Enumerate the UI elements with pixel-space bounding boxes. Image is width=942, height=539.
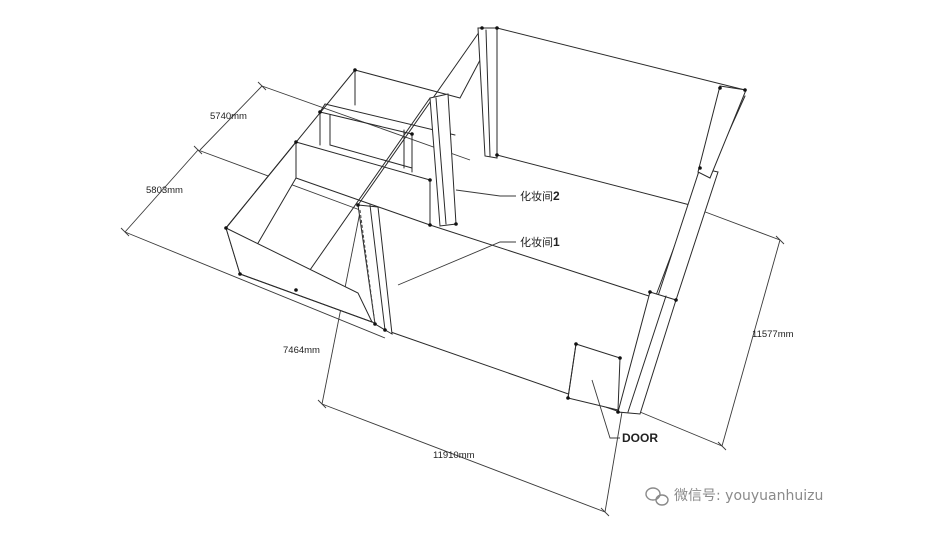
dim-ext-11910 — [604, 411, 623, 513]
vertex — [318, 110, 322, 114]
leader-lines — [397, 189, 620, 439]
back-diagonal-1 — [357, 27, 483, 206]
front-left-floor-panel — [225, 227, 373, 323]
leader-door — [591, 379, 620, 439]
wall2-bottom — [329, 144, 413, 169]
post-center — [429, 93, 457, 227]
vertex-dots — [224, 26, 747, 414]
vertex — [743, 88, 747, 92]
vertex — [698, 166, 702, 170]
dim-label-11910: 11910mm — [433, 450, 475, 461]
dim-tick-5803 — [193, 145, 203, 155]
post-rear-edge — [485, 29, 491, 157]
dim-line-11577 — [721, 239, 781, 447]
vertex — [480, 26, 484, 30]
vertex — [356, 203, 360, 207]
dim-tick-5740 — [257, 81, 267, 91]
dim-label-7464: 7464mm — [283, 345, 320, 356]
post-front-hidden — [359, 209, 376, 325]
watermark-text: 微信号: youyuanhuizu — [674, 488, 823, 504]
right-post-lower-edge — [627, 295, 667, 413]
top-edge-upper — [354, 69, 461, 99]
door-label: DOOR — [622, 431, 658, 445]
vertex — [495, 26, 499, 30]
back-diagonal-3 — [295, 97, 431, 291]
box-front-bottom — [239, 273, 373, 323]
vertex — [495, 153, 499, 157]
room1-name: 化妆间 — [520, 235, 553, 249]
post-front — [357, 204, 393, 335]
room1-number: 1 — [553, 235, 560, 249]
right-post-upper — [657, 167, 719, 301]
vertex — [353, 68, 357, 72]
dim-ext-11577-bot — [639, 411, 723, 447]
room2-label: 化妆间2 — [520, 189, 560, 203]
watermark: 微信号: youyuanhuizu — [645, 487, 823, 506]
post-front-edge — [369, 204, 386, 331]
wechat-icon — [645, 487, 669, 506]
vertex — [566, 396, 570, 400]
leader-room1 — [397, 241, 516, 286]
vertex — [383, 328, 387, 332]
vertex — [718, 86, 722, 90]
dim-line-11910 — [321, 403, 606, 513]
vertex — [410, 132, 414, 136]
dim-label-11577: 11577mm — [752, 329, 794, 340]
room2-number: 2 — [553, 189, 560, 203]
dim-label-5740: 5740mm — [210, 111, 247, 122]
dressing-room-walls — [225, 27, 747, 415]
right-post-top — [697, 85, 747, 179]
vertex — [294, 140, 298, 144]
wall2-top — [319, 111, 413, 135]
vertex — [618, 356, 622, 360]
dim-tick-11577-a — [775, 235, 785, 245]
rear-wall-bottom — [496, 154, 691, 206]
dim-baseline-left — [124, 231, 386, 339]
dim-ext-5803 — [124, 149, 199, 233]
rear-wall-top — [496, 27, 746, 91]
wall1-top — [295, 141, 431, 181]
vertex — [294, 288, 298, 292]
door-left-edge — [567, 343, 577, 399]
vertex — [224, 226, 228, 230]
door-panel — [567, 343, 621, 411]
vertex — [454, 222, 458, 226]
dim-label-5803: 5803mm — [146, 185, 183, 196]
vertex — [428, 223, 432, 227]
vertex — [428, 178, 432, 182]
room2-name: 化妆间 — [520, 189, 553, 203]
leader-room2 — [455, 189, 516, 197]
dim-ext-11577-top — [699, 209, 781, 241]
vertex — [373, 322, 377, 326]
wall1-bottom — [295, 177, 431, 226]
room1-label: 化妆间1 — [520, 235, 560, 249]
wall1-diag — [225, 141, 297, 229]
inner-floor-edge — [429, 224, 656, 299]
vertex — [674, 298, 678, 302]
vertex — [616, 410, 620, 414]
dim-ext-5740-a — [199, 85, 263, 151]
vertex — [648, 290, 652, 294]
post-center-edge — [435, 97, 447, 225]
dimension-lines — [120, 81, 785, 517]
vertex — [574, 342, 578, 346]
vertex — [238, 272, 242, 276]
